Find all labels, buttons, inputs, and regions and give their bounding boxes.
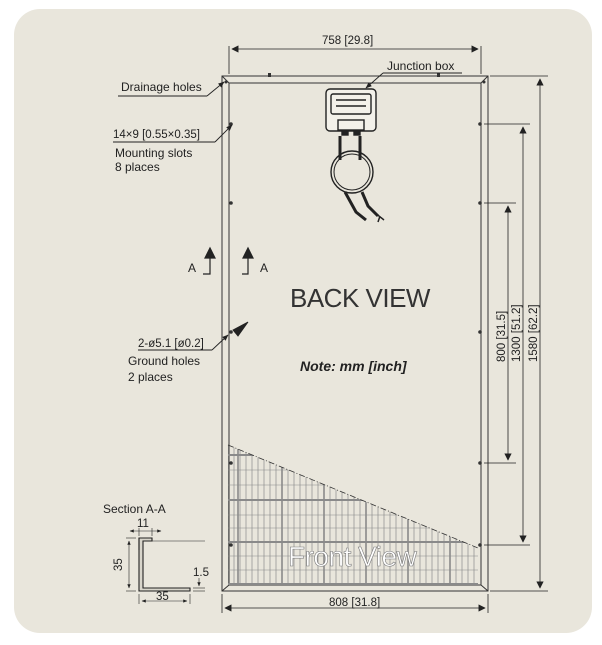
section-title: Section A-A [103,502,166,516]
section-profile [126,528,205,604]
mounting-size-label: 14×9 [0.55×0.35] [113,129,200,141]
ground-size-label: 2-ø5.1 [ø0.2] [138,338,204,350]
back-view-title: BACK VIEW [290,283,431,313]
front-view-title: Front View [288,541,418,572]
panel-frame [221,75,489,592]
dim-width-top-label: 758 [29.8] [322,35,373,47]
junction-callout [365,72,462,89]
drainage-callout [118,81,225,97]
ground-callout [138,321,249,351]
units-note: Note: mm [inch] [300,358,408,374]
drawing-card [14,9,592,633]
dim-800-label: 800 [31.5] [496,311,508,362]
section-dim-35-vertical: 35 [113,558,125,571]
section-marker-left [203,246,216,275]
junction-box [325,88,385,223]
section-dim-35-horizontal: 35 [156,591,169,603]
junction-box-label: Junction box [387,59,454,73]
dim-width-top [228,45,482,74]
ground-holes-label: Ground holes [128,354,200,368]
dim-width-bottom-label: 808 [31.8] [329,597,380,609]
ground-count-label: 2 places [128,370,173,384]
section-dim-11: 11 [137,518,149,530]
dim-heights [484,75,548,592]
section-dim-1-5: 1.5 [193,567,209,579]
section-marker-right [242,246,254,275]
dim-1300-label: 1300 [51.2] [511,304,523,362]
mounting-callout [113,124,233,143]
drainage-holes-label: Drainage holes [121,80,202,94]
section-marker-right-label: A [260,261,268,275]
mounting-count-label: 8 places [115,160,160,174]
dim-1580-label: 1580 [62.2] [528,304,540,362]
mounting-slots-label: Mounting slots [115,146,192,160]
dim-width-bottom [221,594,489,613]
frame-holes [224,73,486,547]
section-marker-left-label: A [188,261,196,275]
